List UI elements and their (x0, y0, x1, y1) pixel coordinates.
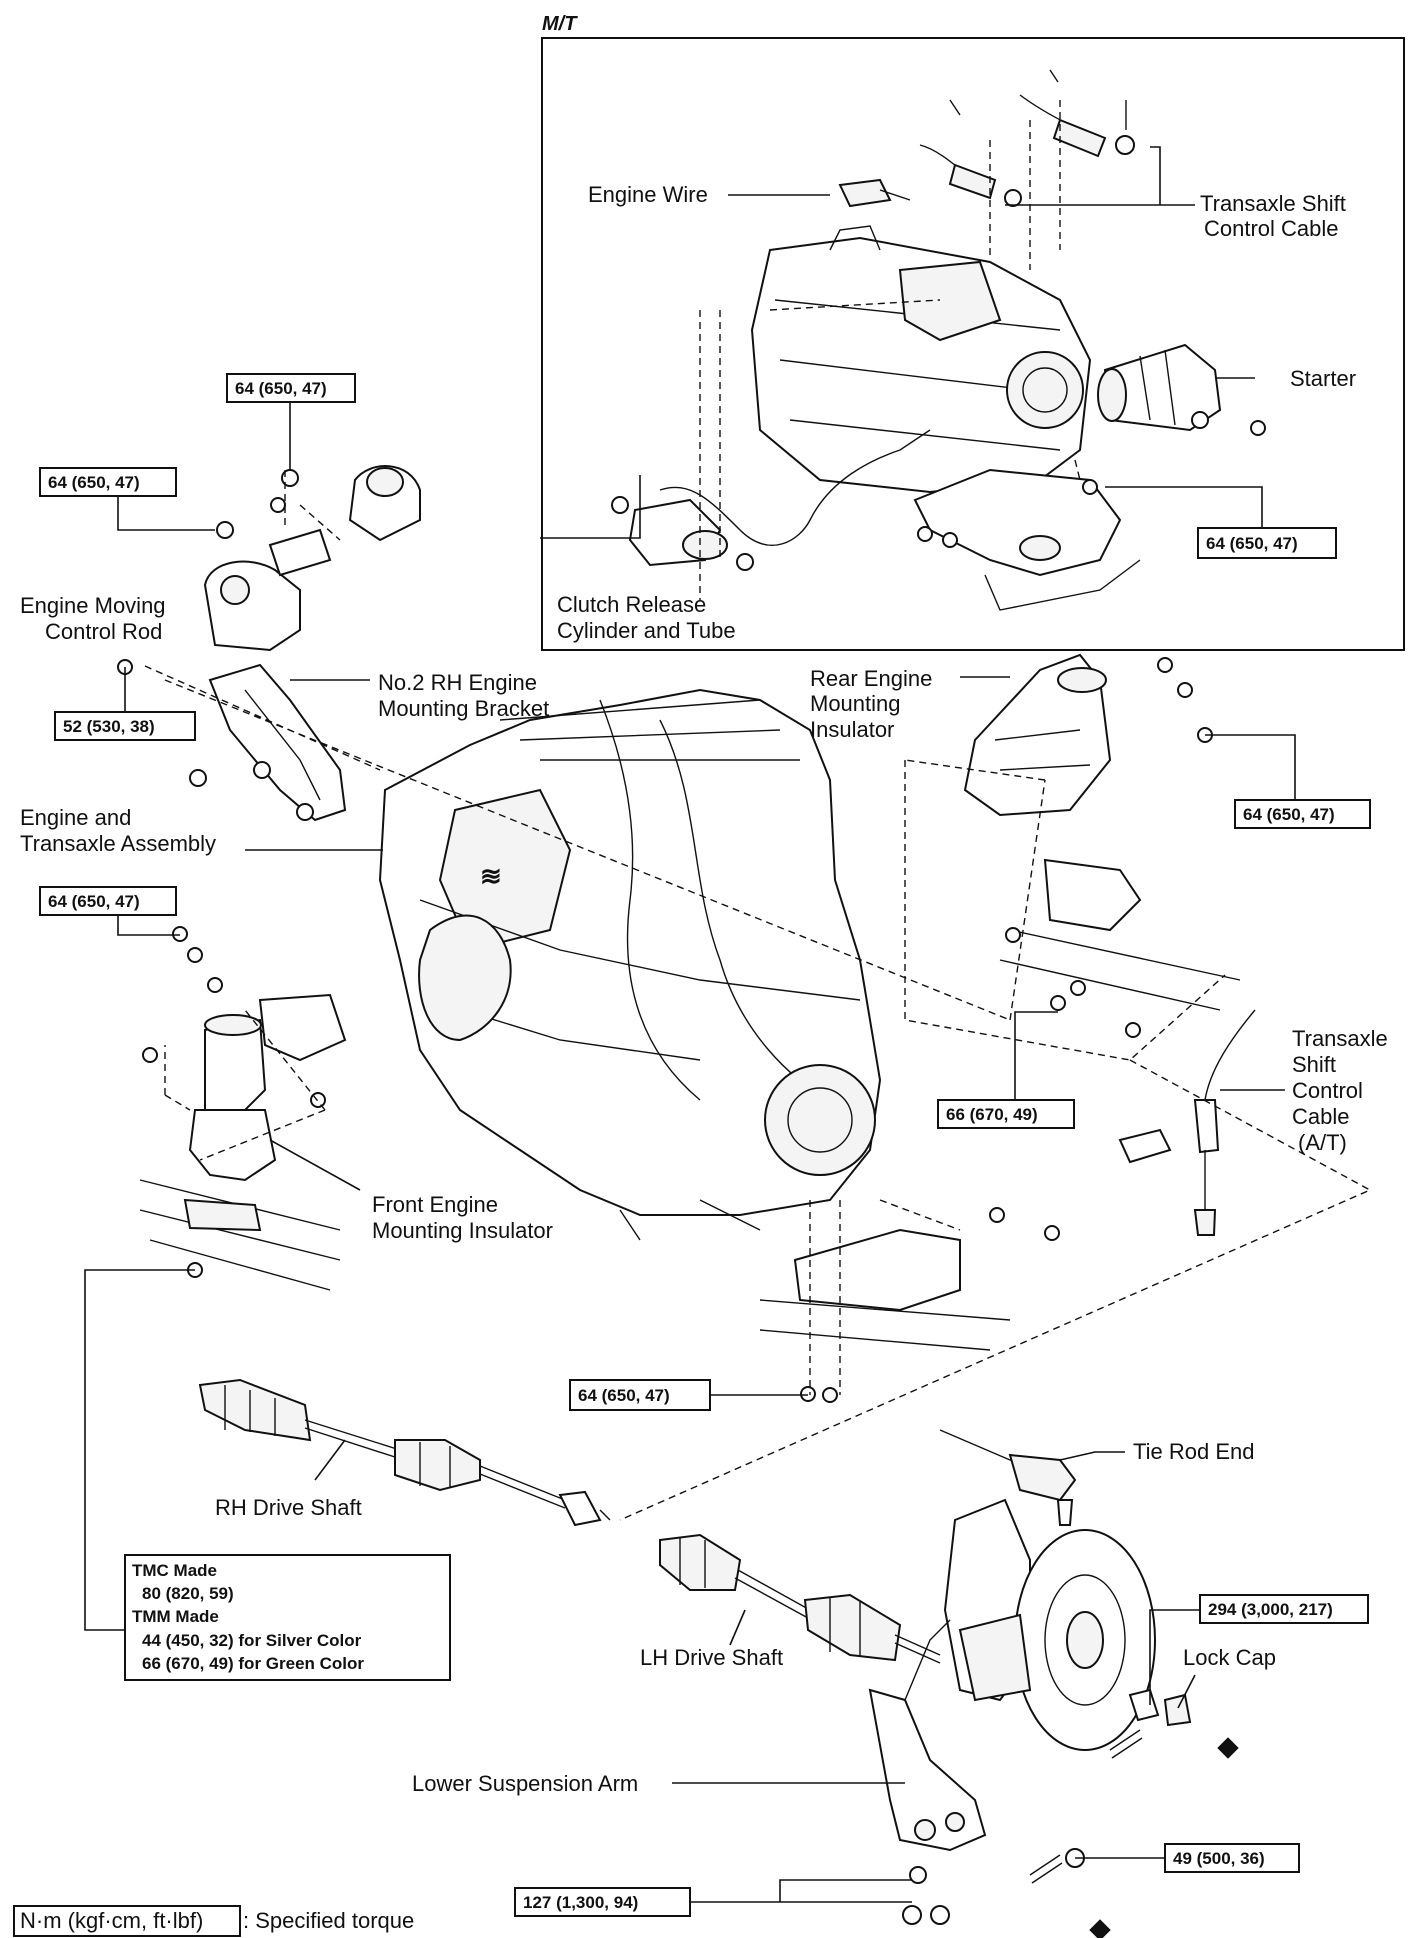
label-rh-drive-shaft: RH Drive Shaft (215, 1495, 362, 1520)
label-front-insulator-1: Front Engine (372, 1192, 498, 1217)
torque-box-top-rod: 64 (650, 47) (226, 373, 356, 403)
label-rh-bracket-1: No.2 RH Engine (378, 670, 537, 695)
svg-text:80 (820, 59): 80 (820, 59) (142, 1584, 234, 1603)
mt-transaxle-drawing (750, 225, 1092, 494)
svg-text:52 (530, 38): 52 (530, 38) (63, 717, 155, 736)
label-trans-shift-at-4: Cable (1292, 1104, 1349, 1129)
svg-text:64 (650, 47): 64 (650, 47) (48, 473, 140, 492)
svg-text:66 (670, 49): 66 (670, 49) (946, 1105, 1038, 1124)
label-clutch-1: Clutch Release (557, 592, 706, 617)
svg-text:≋: ≋ (480, 861, 502, 891)
engine-transaxle-drawing: ≋ (378, 688, 882, 1241)
front-insulator-drawing (139, 926, 347, 1291)
leader-lines (84, 146, 1296, 1903)
dash-outline-rod (144, 470, 381, 771)
lh-drive-shaft-drawing (659, 1533, 941, 1664)
dash-outline-main (164, 679, 1046, 1021)
at-shift-cable-drawing (1118, 1009, 1256, 1236)
knuckle-hub-drawing (939, 1429, 1239, 1938)
torque-box-center-mount: 66 (670, 49) (937, 1099, 1075, 1129)
torque-box-bottom-mount: 64 (650, 47) (569, 1379, 711, 1411)
svg-text:294 (3,000, 217): 294 (3,000, 217) (1208, 1600, 1333, 1619)
lower-mount-drawing (759, 1207, 1060, 1403)
torque-box-hub-nut: 294 (3,000, 217) (1199, 1594, 1369, 1624)
torque-box-bracket: 52 (530, 38) (54, 711, 196, 741)
engine-moving-control-rod-drawing (203, 465, 421, 652)
label-lh-drive-shaft: LH Drive Shaft (640, 1645, 783, 1670)
label-engine-trans-1: Engine and (20, 805, 131, 830)
svg-text:44 (450, 32) for Silver Color: 44 (450, 32) for Silver Color (142, 1631, 362, 1650)
label-front-insulator-2: Mounting Insulator (372, 1218, 553, 1243)
inset-header: M/T (542, 13, 578, 35)
torque-legend: N·m (kgf·cm, ft·lbf) : Specified torque (13, 1905, 414, 1937)
clutch-release-drawing (611, 429, 931, 571)
mt-mount-bracket-drawing (913, 468, 1141, 611)
dash-outline-center (809, 1199, 961, 1395)
label-rear-insulator-2: Mounting (810, 691, 901, 716)
label-engine-trans-2: Transaxle Assembly (20, 831, 216, 856)
legend-unit: N·m (kgf·cm, ft·lbf) (20, 1908, 203, 1933)
mt-inset: M/T (541, 13, 1405, 651)
svg-text:64 (650, 47): 64 (650, 47) (578, 1386, 670, 1405)
torque-box-rear-insulator: 64 (650, 47) (1234, 799, 1371, 829)
starter-drawing (1097, 343, 1266, 436)
svg-text:64 (650, 47): 64 (650, 47) (1206, 534, 1298, 553)
label-trans-shift-at-2: Shift (1292, 1052, 1336, 1077)
label-engine-moving-1: Engine Moving (20, 593, 166, 618)
torque-box-inset-mount: 64 (650, 47) (1197, 527, 1337, 559)
dash-outline-left (164, 1009, 326, 1161)
torque-box-left-rod: 64 (650, 47) (39, 467, 177, 497)
rh-mounting-bracket-drawing (117, 659, 347, 822)
label-tie-rod-end: Tie Rod End (1133, 1439, 1254, 1464)
torque-box-lower-ball: 49 (500, 36) (1164, 1843, 1300, 1873)
label-clutch-2: Cylinder and Tube (557, 618, 736, 643)
dash-outline-rear (619, 760, 1372, 1521)
svg-text:64 (650, 47): 64 (650, 47) (235, 379, 327, 398)
legend-desc: : Specified torque (243, 1908, 414, 1933)
svg-text:TMM Made: TMM Made (132, 1607, 219, 1626)
svg-text:49 (500, 36): 49 (500, 36) (1173, 1849, 1265, 1868)
rh-drive-shaft-drawing (198, 1378, 611, 1527)
rear-insulator-drawing (963, 653, 1241, 1038)
label-rh-bracket-2: Mounting Bracket (378, 696, 549, 721)
label-lock-cap: Lock Cap (1183, 1645, 1276, 1670)
torque-box-lower-arm: 127 (1,300, 94) (514, 1887, 691, 1917)
lower-suspension-arm-drawing (868, 1619, 987, 1925)
svg-text:TMC Made: TMC Made (132, 1561, 217, 1580)
label-trans-shift-mt-1: Transaxle Shift (1200, 191, 1346, 216)
label-engine-moving-2: Control Rod (45, 619, 162, 644)
label-trans-shift-at-5: (A/T) (1298, 1130, 1347, 1155)
label-engine-wire: Engine Wire (588, 182, 708, 207)
label-trans-shift-at-3: Control (1292, 1078, 1363, 1103)
label-lower-arm: Lower Suspension Arm (412, 1771, 638, 1796)
svg-text:66 (670, 49) for Green Color: 66 (670, 49) for Green Color (142, 1654, 364, 1673)
manufacturer-torque-note: TMC Made 80 (820, 59) TMM Made 44 (450, … (124, 1554, 451, 1681)
svg-text:64 (650, 47): 64 (650, 47) (48, 892, 140, 911)
label-rear-insulator-3: Insulator (810, 717, 894, 742)
svg-text:64 (650, 47): 64 (650, 47) (1243, 805, 1335, 824)
mt-cable-drawing (838, 69, 1135, 208)
label-starter: Starter (1290, 366, 1356, 391)
torque-box-front-insulator: 64 (650, 47) (39, 886, 177, 916)
label-trans-shift-mt-2: Control Cable (1204, 216, 1339, 241)
label-rear-insulator-1: Rear Engine (810, 666, 932, 691)
label-trans-shift-at-1: Transaxle (1292, 1026, 1388, 1051)
svg-text:127 (1,300, 94): 127 (1,300, 94) (523, 1893, 638, 1912)
